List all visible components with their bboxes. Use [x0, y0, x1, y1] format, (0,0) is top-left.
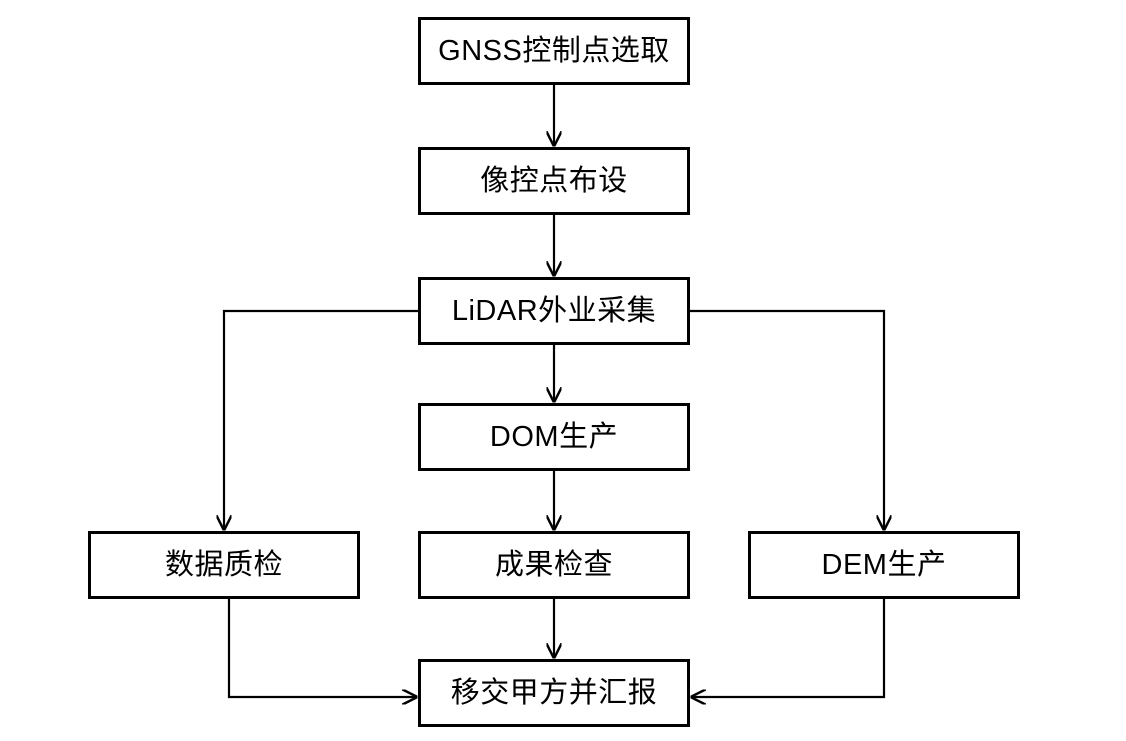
edge-lidar-to-qc: [224, 309, 418, 529]
node-label: LiDAR外业采集: [451, 294, 657, 327]
node-gnss-control-point-selection[interactable]: GNSS控制点选取: [418, 17, 690, 85]
node-label: 成果检查: [494, 548, 613, 581]
node-handover-and-report[interactable]: 移交甲方并汇报: [418, 659, 690, 727]
node-dem-production[interactable]: DEM生产: [748, 531, 1020, 599]
node-dom-production[interactable]: DOM生产: [418, 403, 690, 471]
node-label: 像控点布设: [480, 164, 628, 197]
node-label: 移交甲方并汇报: [450, 676, 658, 709]
node-results-check[interactable]: 成果检查: [418, 531, 690, 599]
edge-lidar-to-dem: [690, 309, 884, 529]
node-label: DEM生产: [821, 548, 947, 581]
edge-qc-to-handover: [227, 599, 416, 697]
node-image-control-point-layout[interactable]: 像控点布设: [418, 147, 690, 215]
node-label: DOM生产: [489, 420, 619, 453]
node-data-quality-inspection[interactable]: 数据质检: [88, 531, 360, 599]
node-lidar-field-collection[interactable]: LiDAR外业采集: [418, 277, 690, 345]
edge-dem-to-handover: [692, 599, 886, 697]
node-label: GNSS控制点选取: [438, 34, 670, 67]
node-label: 数据质检: [164, 548, 283, 581]
